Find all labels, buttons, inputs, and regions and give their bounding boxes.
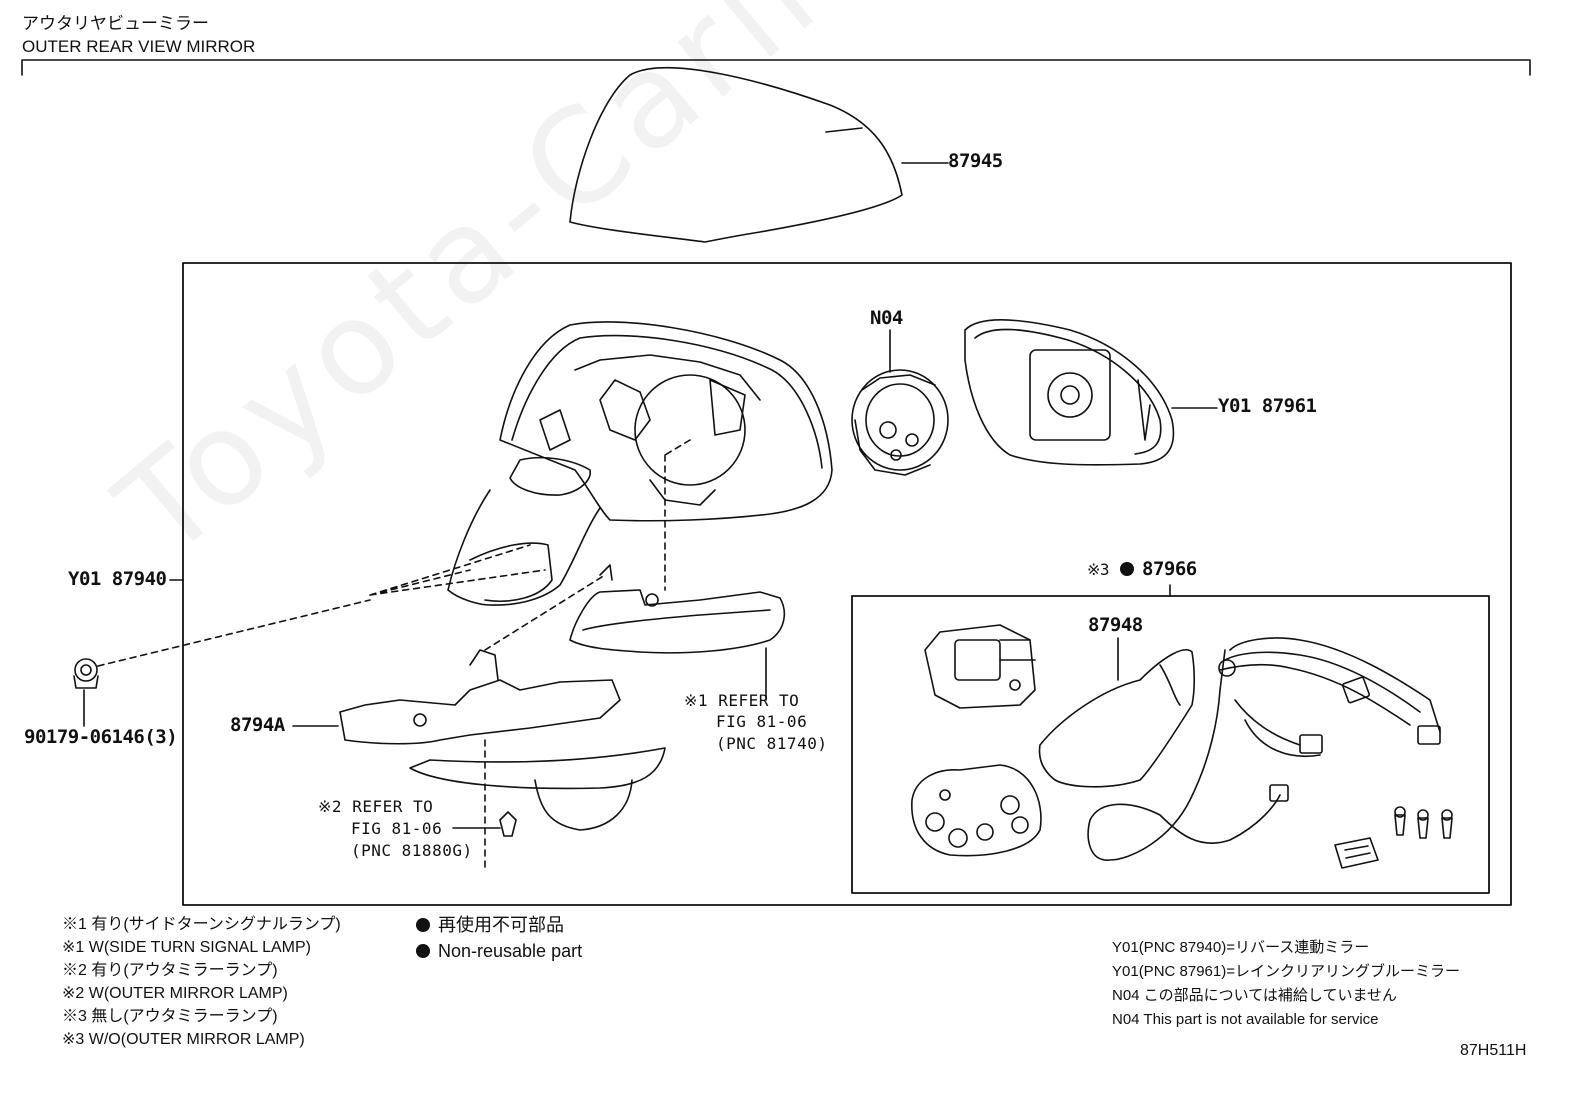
label-kit: ※3 87966 (1087, 558, 1197, 580)
legend-jp-text: 再使用不可部品 (438, 915, 564, 935)
main-frame (182, 262, 1512, 906)
legend-japanese: 再使用不可部品 (416, 912, 564, 938)
kit-motor-drawing (924, 624, 1036, 709)
base-cover-drawing (339, 649, 666, 837)
mirror-assembly-drawing (447, 321, 833, 606)
ref1-line1: ※1 REFER TO (684, 691, 799, 710)
kit-connector-drawing (1334, 837, 1379, 869)
ref1-text: REFER TO (718, 691, 800, 710)
non-reusable-dot (1120, 562, 1134, 576)
legend-english: Non-reusable part (416, 938, 582, 964)
kit-marker: ※3 (1087, 560, 1110, 579)
ref1-mark: ※1 (684, 691, 709, 710)
figure-code: 87H511H (1460, 1042, 1527, 1059)
label-n04: N04 (870, 307, 903, 329)
kit-screws-drawing (1394, 806, 1453, 839)
label-mirror-glass: Y01 87961 (1218, 395, 1317, 417)
mirror-cover-drawing (569, 66, 949, 243)
actuator-drawing (851, 329, 949, 476)
title-japanese: アウタリヤビューミラー (22, 14, 209, 33)
note-2: Y01(PNC 87961)=レインクリアリングブルーミラー (1112, 963, 1460, 980)
label-base-cover: 8794A (230, 714, 285, 736)
kit-frame (851, 595, 1490, 894)
label-mirror-cover: 87945 (948, 150, 1003, 172)
kit-housing-drawing (1038, 637, 1196, 788)
footnote-1: ※1 有り(サイドターンシグナルランプ) (62, 916, 341, 933)
ref2-line3: (PNC 81880G) (351, 841, 473, 860)
kit-number: 87966 (1142, 558, 1197, 580)
footnote-5: ※3 無し(アウタミラーランプ) (62, 1008, 278, 1025)
ref1-line2: FIG 81-06 (716, 712, 808, 731)
footnote-6: ※3 W/O(OUTER MIRROR LAMP) (62, 1031, 305, 1048)
ref1-line3: (PNC 81740) (716, 734, 828, 753)
note-4: N04 This part is not available for servi… (1112, 1011, 1379, 1028)
label-clip: 90179-06146(3) (24, 726, 178, 748)
legend-en-text: Non-reusable part (438, 941, 583, 961)
clip-drawing (73, 658, 99, 689)
ref2-line1: ※2 REFER TO (318, 797, 433, 816)
turn-signal-drawing (569, 564, 786, 654)
legend-dot-2 (416, 944, 430, 958)
footnote-4: ※2 W(OUTER MIRROR LAMP) (62, 985, 288, 1002)
mirror-glass-drawing (964, 319, 1218, 466)
footnote-2: ※1 W(SIDE TURN SIGNAL LAMP) (62, 939, 311, 956)
title-english: OUTER REAR VIEW MIRROR (22, 37, 256, 56)
note-1: Y01(PNC 87940)=リバース連動ミラー (1112, 939, 1370, 956)
label-mirror-assembly: Y01 87940 (68, 568, 167, 590)
kit-harness-drawing (1087, 637, 1441, 861)
label-housing: 87948 (1088, 614, 1143, 636)
top-bracket-line (21, 59, 1531, 76)
footnote-3: ※2 有り(アウタミラーランプ) (62, 962, 278, 979)
ref2-text: REFER TO (352, 797, 434, 816)
ref2-mark: ※2 (318, 797, 343, 816)
note-3: N04 この部品については補給していません (1112, 987, 1398, 1004)
ref2-line2: FIG 81-06 (351, 819, 443, 838)
kit-plate-drawing (911, 764, 1042, 857)
legend-dot-1 (416, 918, 430, 932)
